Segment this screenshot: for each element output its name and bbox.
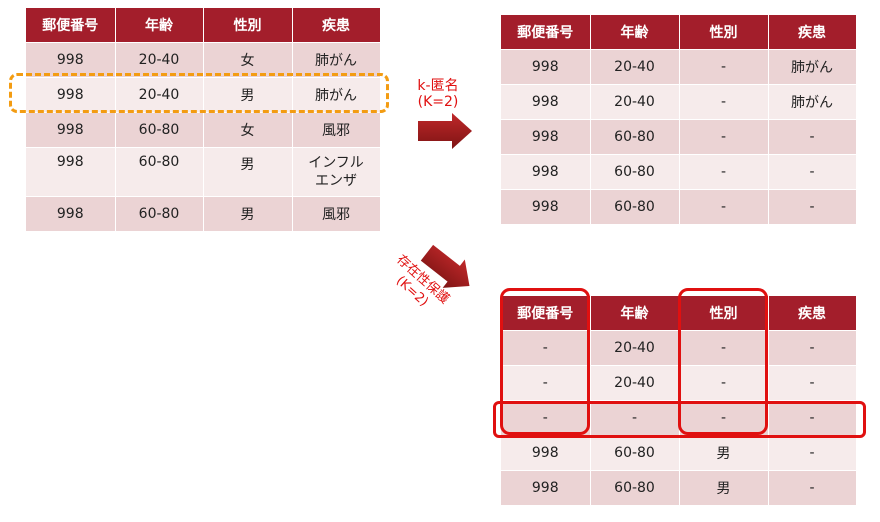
cell: 20-40 <box>115 42 204 78</box>
cell: 60-80 <box>590 154 680 190</box>
existence-protected-table: 郵便番号 年齢 性別 疾患 - 20-40 - - - 20-40 - - - … <box>501 296 857 506</box>
cell: 998 <box>501 435 591 471</box>
cell: 肺がん <box>768 49 857 85</box>
cell: 60-80 <box>590 189 680 225</box>
cell: 女 <box>203 42 293 78</box>
cell: 肺がん <box>768 84 857 120</box>
cell: - <box>768 330 857 366</box>
cell: 60-80 <box>115 112 204 148</box>
header-gender: 性別 <box>203 8 293 43</box>
table-row: 998 60-80 - - <box>501 119 857 155</box>
table-row: 998 20-40 男 肺がん <box>26 77 381 113</box>
k-anonymized-table: 郵便番号 年齢 性別 疾患 998 20-40 - 肺がん 998 20-40 … <box>501 15 857 225</box>
table-row: 998 60-80 女 風邪 <box>26 112 381 148</box>
cell: 20-40 <box>590 365 680 401</box>
table-row: 998 60-80 男 風邪 <box>26 196 381 232</box>
cell: - <box>768 470 857 506</box>
cell: 998 <box>26 42 116 78</box>
header-age: 年齢 <box>590 15 680 50</box>
cell: 998 <box>26 196 116 232</box>
header-postal-code: 郵便番号 <box>501 15 591 50</box>
cell: 肺がん <box>292 42 381 78</box>
header-disease: 疾患 <box>768 15 857 50</box>
cell: 20-40 <box>590 330 680 366</box>
cell: - <box>590 400 680 436</box>
header-postal-code: 郵便番号 <box>501 296 591 331</box>
cell: 60-80 <box>115 147 204 197</box>
table-row: - 20-40 - - <box>501 365 857 401</box>
table-row: 998 60-80 男 - <box>501 435 857 471</box>
table-row: 998 60-80 - - <box>501 189 857 225</box>
cell: 998 <box>501 154 591 190</box>
cell: 20-40 <box>115 77 204 113</box>
cell: 998 <box>501 189 591 225</box>
k-anonymity-label-line2: (K=2) <box>417 94 459 110</box>
cell: 998 <box>26 112 116 148</box>
diagonal-arrow-icon <box>420 244 470 288</box>
highlight-gender-column <box>678 288 768 435</box>
cell: 998 <box>501 470 591 506</box>
cell: 20-40 <box>590 84 680 120</box>
cell: 998 <box>26 147 116 197</box>
cell: 20-40 <box>590 49 680 85</box>
cell: 風邪 <box>292 196 381 232</box>
cell: 女 <box>203 112 293 148</box>
highlight-postal-column <box>500 288 590 435</box>
right-arrow-icon <box>418 113 472 149</box>
cell: 肺がん <box>292 77 381 113</box>
table-row: 998 60-80 男 インフル エンザ <box>26 147 381 197</box>
cell: 998 <box>501 84 591 120</box>
cell: 男 <box>203 77 293 113</box>
table-row: 998 60-80 - - <box>501 154 857 190</box>
cell: - <box>501 365 591 401</box>
cell: - <box>768 154 857 190</box>
cell: 998 <box>501 119 591 155</box>
cell: インフル エンザ <box>292 147 381 197</box>
header-disease: 疾患 <box>292 8 381 43</box>
cell: 男 <box>679 470 769 506</box>
cell: - <box>679 365 769 401</box>
k-anonymized-header-row: 郵便番号 年齢 性別 疾患 <box>501 15 857 50</box>
existence-protected-header-row: 郵便番号 年齢 性別 疾患 <box>501 296 857 331</box>
cell: - <box>768 365 857 401</box>
highlight-row-dashed <box>9 73 389 113</box>
cell: - <box>679 154 769 190</box>
cell: 60-80 <box>590 435 680 471</box>
original-table: 郵便番号 年齢 性別 疾患 998 20-40 女 肺がん 998 20-40 … <box>26 8 381 232</box>
table-row: - - - - <box>501 400 857 436</box>
header-gender: 性別 <box>679 15 769 50</box>
cell: 風邪 <box>292 112 381 148</box>
cell: 男 <box>203 147 293 197</box>
header-age: 年齢 <box>590 296 680 331</box>
cell: 60-80 <box>590 119 680 155</box>
cell: - <box>679 84 769 120</box>
cell: 998 <box>26 77 116 113</box>
cell: 998 <box>501 49 591 85</box>
k-anonymity-label-line1: k-匿名 <box>417 78 459 94</box>
k-anonymity-label: k-匿名 (K=2) <box>408 78 468 110</box>
highlight-dummy-row <box>493 401 866 438</box>
cell: - <box>679 49 769 85</box>
cell: - <box>679 400 769 436</box>
cell: - <box>679 189 769 225</box>
table-row: 998 20-40 - 肺がん <box>501 49 857 85</box>
table-row: 998 20-40 - 肺がん <box>501 84 857 120</box>
cell: - <box>768 400 857 436</box>
cell: 男 <box>679 435 769 471</box>
cell: 男 <box>203 196 293 232</box>
cell: 60-80 <box>115 196 204 232</box>
cell: 60-80 <box>590 470 680 506</box>
cell: - <box>768 189 857 225</box>
header-postal-code: 郵便番号 <box>26 8 116 43</box>
header-disease: 疾患 <box>768 296 857 331</box>
table-row: 998 20-40 女 肺がん <box>26 42 381 78</box>
cell: - <box>679 119 769 155</box>
original-header-row: 郵便番号 年齢 性別 疾患 <box>26 8 381 43</box>
table-row: 998 60-80 男 - <box>501 470 857 506</box>
cell: - <box>768 435 857 471</box>
header-age: 年齢 <box>115 8 204 43</box>
cell: - <box>768 119 857 155</box>
cell: - <box>501 330 591 366</box>
